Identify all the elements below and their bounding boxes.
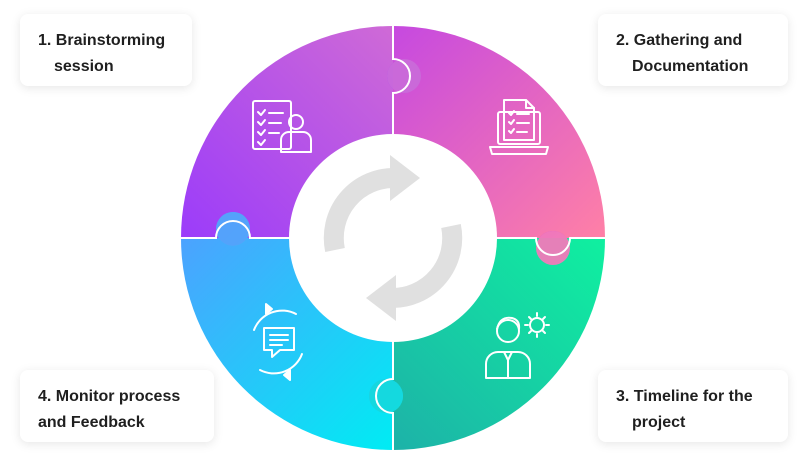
step-3-title: 3. Timeline for the <box>616 388 753 405</box>
center-circle <box>289 134 497 342</box>
step-1-subtitle: session <box>54 58 114 75</box>
chat-cycle-icon <box>253 303 303 381</box>
step-2-title: 2. Gathering and <box>616 32 743 49</box>
step-3-label-card: 3. Timeline for the project <box>598 370 788 442</box>
step-1-title: 1. Brainstorming <box>38 32 166 49</box>
step-2-subtitle: Documentation <box>632 58 749 75</box>
step-4-label-card: 4. Monitor process and Feedback <box>20 370 214 442</box>
step-4-subtitle: and Feedback <box>38 414 145 431</box>
step-2-label-card: 2. Gathering and Documentation <box>598 14 788 86</box>
step-1-label-card: 1. Brainstorming session <box>20 14 192 86</box>
person-gear-icon <box>485 312 550 379</box>
step-3-subtitle: project <box>632 414 686 431</box>
refresh-arrows-icon <box>323 155 463 321</box>
step-4-title: 4. Monitor process <box>38 388 181 405</box>
laptop-document-icon <box>489 99 549 155</box>
segment-dividers <box>181 26 605 450</box>
checklist-person-icon <box>252 100 312 153</box>
